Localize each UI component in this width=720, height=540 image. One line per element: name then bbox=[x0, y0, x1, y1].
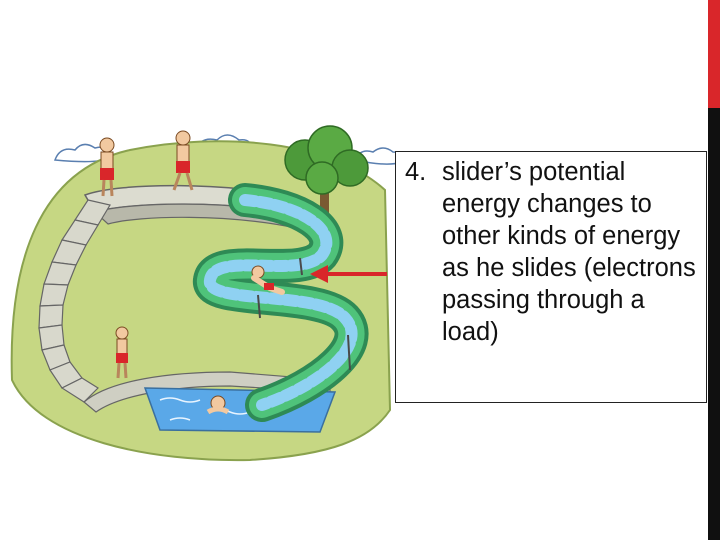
callout-number: 4. bbox=[405, 158, 427, 186]
person-on-stairs bbox=[115, 326, 129, 379]
person-in-pool bbox=[206, 395, 230, 415]
staircase bbox=[38, 199, 111, 403]
accent-bar-black bbox=[708, 108, 720, 540]
person-sliding bbox=[251, 265, 285, 295]
slide-supports bbox=[257, 257, 351, 371]
tree bbox=[284, 125, 369, 235]
callout-text: 4. slider’s potential energy changes to … bbox=[405, 156, 705, 348]
red-arrow-icon bbox=[310, 265, 387, 283]
person-walking-top bbox=[172, 130, 194, 191]
accent-bar-red bbox=[708, 0, 720, 108]
callout-body: slider’s potential energy changes to oth… bbox=[442, 158, 696, 346]
cloud-icon bbox=[353, 147, 405, 165]
callout-box bbox=[395, 151, 707, 403]
person-standing-top-left bbox=[99, 137, 115, 197]
